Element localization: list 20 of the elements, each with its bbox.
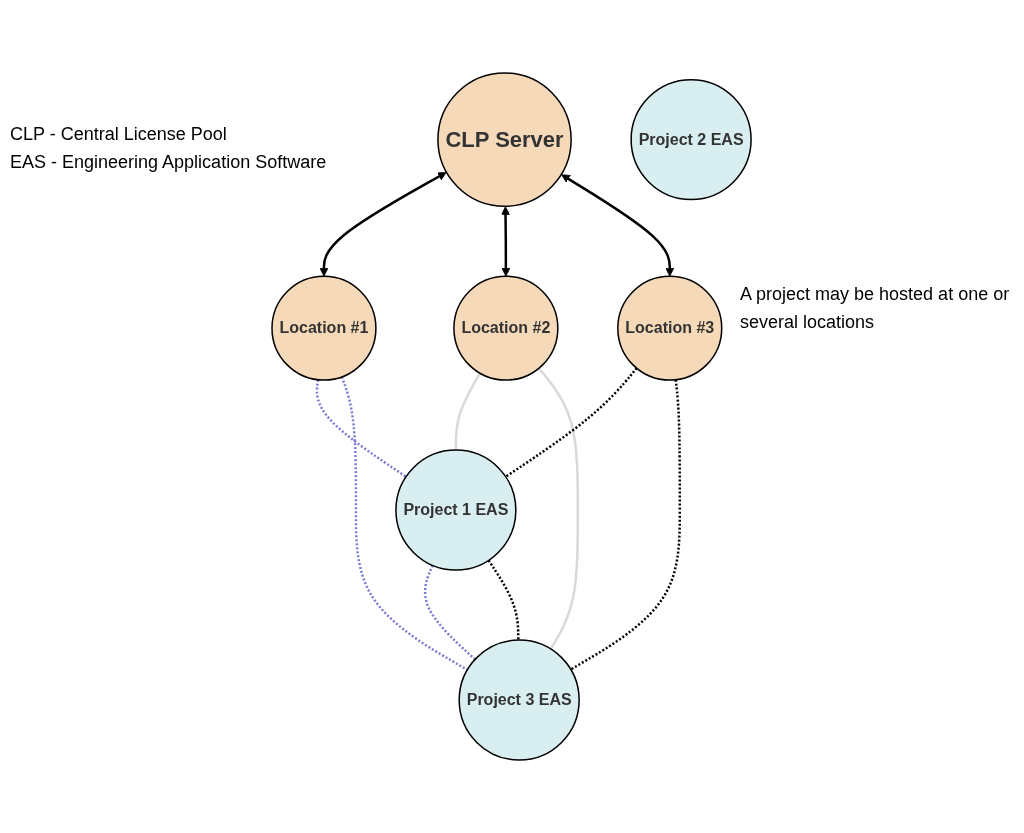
node-circle: Location #3 [617,275,723,381]
node-circle: Location #2 [453,275,560,381]
note-text: A project may be hosted at one or several locations [740,283,1011,334]
node-circle: Project 3 EAS [458,639,581,761]
abbreviation-note: EAS - Engineering Application Software [10,151,327,174]
abbreviation-note: CLP - Central License Pool [10,123,227,146]
connector [505,367,639,478]
connector [570,379,682,671]
connector [455,372,482,451]
arrow [501,206,511,277]
node-circle: Project 1 EAS [395,449,518,571]
node-circle: Project 2 EAS [630,78,753,201]
connector [424,564,477,661]
arrow [320,172,447,277]
connector [488,559,521,641]
connector [538,367,580,650]
node-circle: CLP Server [437,72,573,207]
connector [316,379,408,478]
node-circle: Location #1 [271,275,378,381]
arrow [561,174,675,277]
